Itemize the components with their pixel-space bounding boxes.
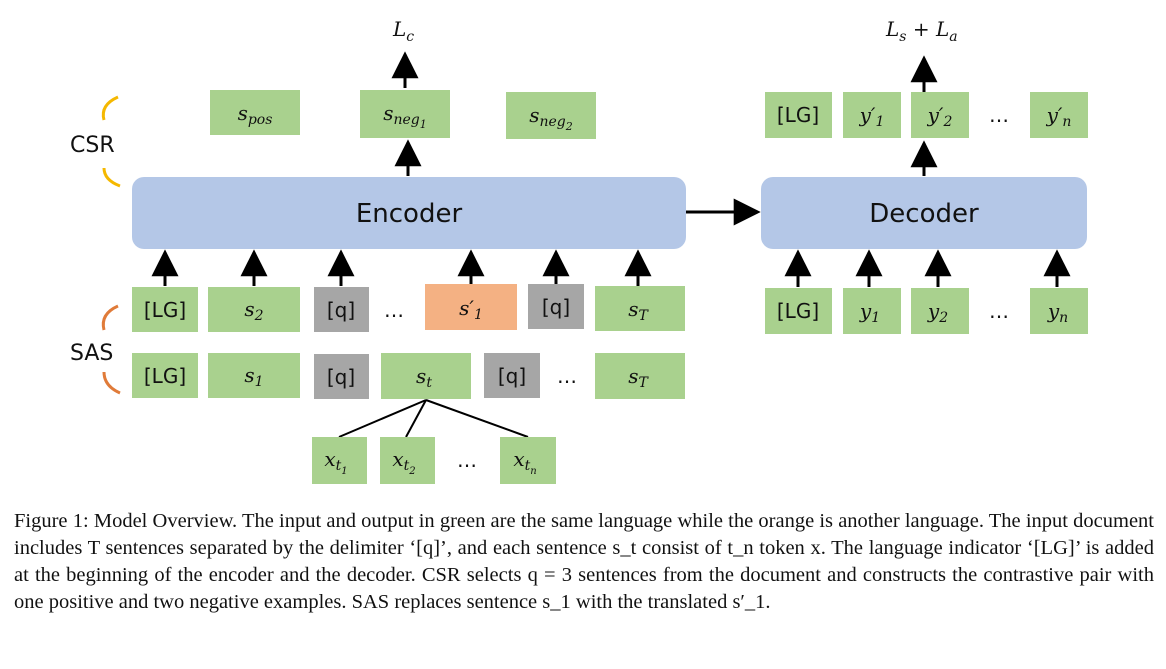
sas-aug-ellipsis: …: [384, 298, 404, 322]
csr-label: CSR: [70, 133, 115, 158]
sas-brace-top: [101, 304, 119, 331]
token-xt1: [312, 437, 367, 484]
decoder-output-yn: [1030, 92, 1088, 138]
encoder-label: Encoder: [356, 199, 463, 229]
sas-aug-q2: [528, 284, 584, 329]
sas-orig-s1: [208, 353, 300, 398]
decoder-output-ellipsis: …: [989, 103, 1009, 127]
encoder-input-arrows: [151, 249, 652, 286]
sas-aug-q1: [314, 287, 369, 332]
sas-orig-q2-label: [q]: [498, 364, 526, 388]
token-xt2: [380, 437, 435, 484]
decoder-input-yn: [1030, 288, 1088, 334]
sas-orig-ellipsis: …: [557, 364, 577, 388]
sas-aug-s1prime: [425, 284, 517, 330]
decoder-input-lg-label: [LG]: [777, 299, 819, 323]
decoder-output-y1: [843, 92, 901, 138]
figure-caption: Figure 1: Model Overview. The input and …: [14, 508, 1154, 616]
sas-aug-s2: [208, 287, 300, 332]
sas-aug-q2-label: [q]: [542, 295, 570, 319]
sas-orig-q2: [484, 353, 540, 398]
decoder-output-lg-label: [LG]: [777, 103, 819, 127]
caption-text: Model Overview. The input and output in …: [14, 510, 1154, 613]
decoder-loss-label: Ls + La: [885, 17, 958, 45]
csr-candidate-pos: [210, 90, 300, 135]
sas-aug-q1-label: [q]: [327, 298, 355, 322]
model-overview-diagram: CSR SAS Lc Ls + La spos sneg1 sneg2 Enco…: [70, 17, 1088, 484]
sas-orig-q1: [314, 354, 369, 399]
csr-candidate-neg1: [360, 90, 450, 138]
sas-orig-lg: [132, 353, 198, 398]
sas-orig-sT: [595, 353, 685, 399]
sas-orig-lg-label: [LG]: [144, 364, 186, 388]
token-ellipsis: …: [457, 448, 477, 472]
decoder-input-y1: [843, 288, 901, 334]
sas-brace-bottom: [102, 371, 121, 395]
encoder-loss-label: Lc: [392, 17, 414, 45]
caption-label: Figure 1:: [14, 510, 89, 532]
decoder-block: [761, 177, 1087, 249]
csr-brace-top: [101, 95, 119, 121]
decoder-label: Decoder: [869, 199, 979, 229]
decoder-input-y2: [911, 288, 969, 334]
sas-orig-q1-label: [q]: [327, 365, 355, 389]
encoder-block: [132, 177, 686, 249]
tree-line-xt2: [405, 399, 427, 438]
sas-aug-sT: [595, 286, 685, 331]
tree-line-xtn: [425, 399, 529, 438]
sas-orig-st: [381, 353, 471, 399]
sas-aug-lg-label: [LG]: [144, 298, 186, 322]
sas-label: SAS: [70, 341, 113, 366]
decoder-input-lg: [765, 288, 832, 334]
sas-aug-lg: [132, 287, 198, 332]
csr-candidate-neg2: [506, 92, 596, 139]
csr-brace-bottom: [102, 167, 121, 188]
sentence-token-tree: [338, 399, 529, 438]
decoder-input-arrows: [784, 249, 1071, 287]
decoder-output-y2: [911, 92, 969, 138]
token-xtn: [500, 437, 556, 484]
tree-line-xt1: [338, 399, 427, 438]
decoder-output-lg: [765, 92, 832, 138]
decoder-input-ellipsis: …: [989, 299, 1009, 323]
